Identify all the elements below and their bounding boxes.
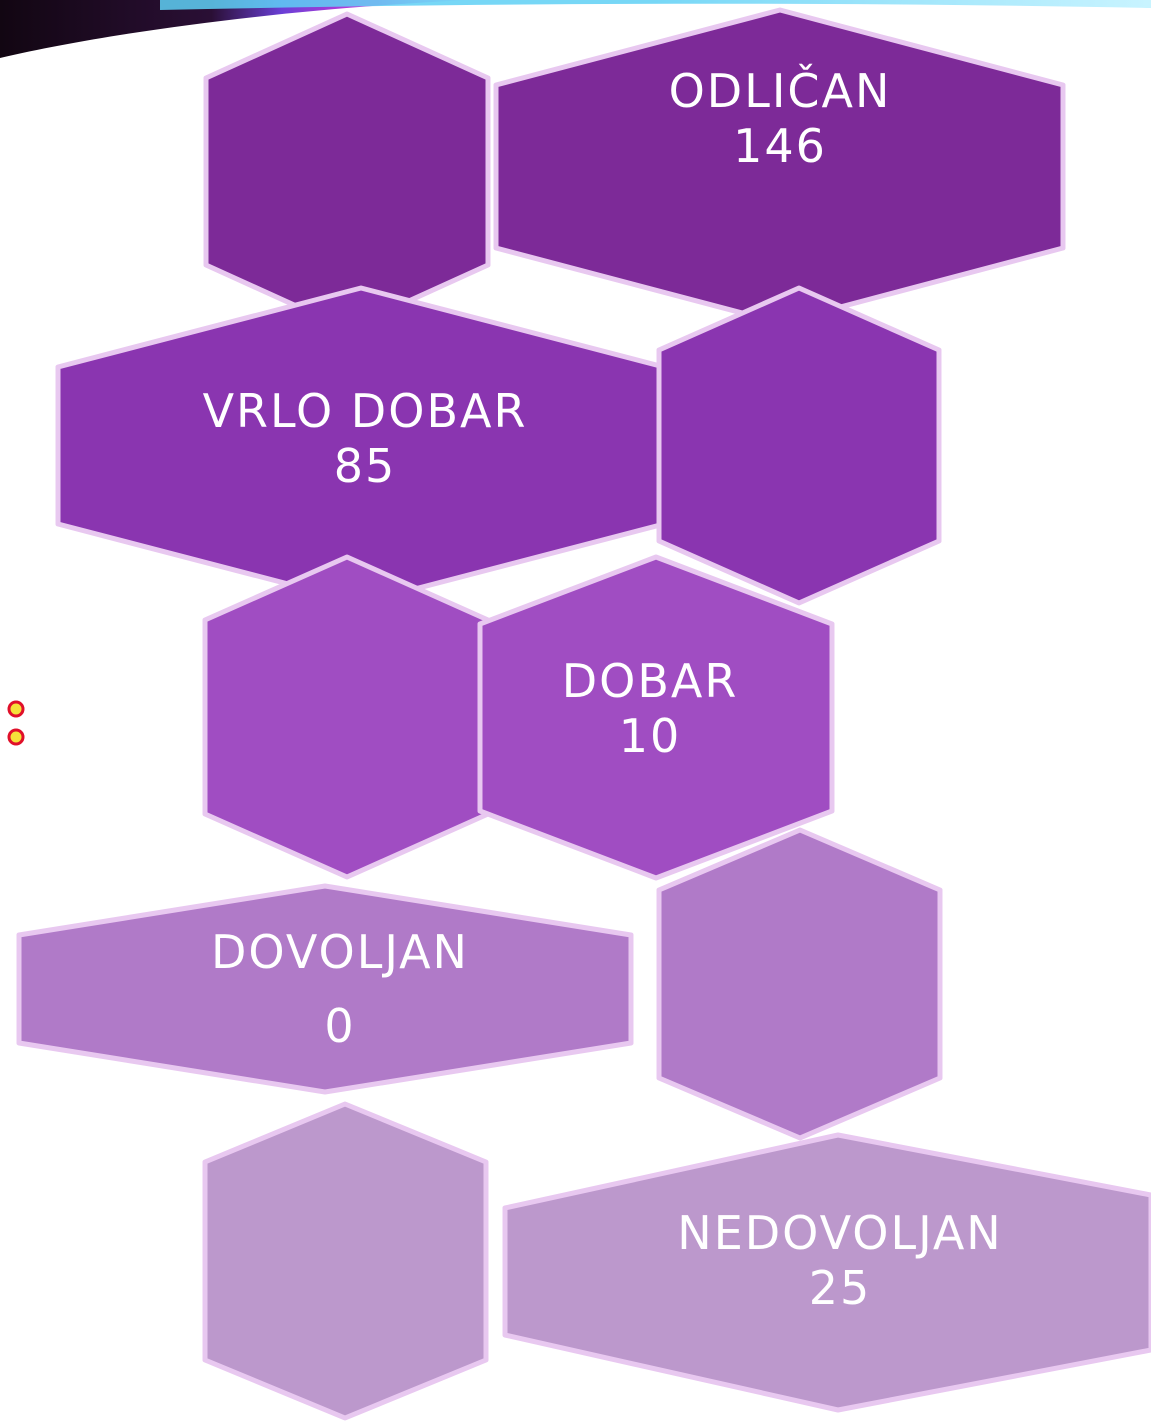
grade-name: DOBAR (561, 654, 739, 708)
grade-value: 85 (333, 439, 397, 494)
grade-odlican: ODLIČAN 146 (580, 64, 980, 174)
grade-dovoljan: DOVOLJAN 0 (140, 916, 540, 1063)
hexagon-tall (203, 11, 491, 332)
bullet-dots (7, 700, 25, 746)
hexagon-tall (202, 554, 491, 880)
hexagon-wide (16, 883, 634, 1095)
hexagon-grid (16, 7, 1151, 1421)
grade-name: NEDOVOLJAN (677, 1206, 1003, 1260)
hexagon-wide (502, 1132, 1151, 1413)
hexagon-tall (656, 827, 943, 1141)
grade-nedovoljan: NEDOVOLJAN 25 (630, 1206, 1050, 1316)
grade-value: 146 (733, 119, 827, 174)
grade-name: DOVOLJAN (211, 925, 469, 979)
grade-value: 25 (808, 1261, 872, 1316)
header-swoosh (0, 0, 1151, 58)
grade-name: VRLO DOBAR (202, 384, 528, 438)
grade-value: 10 (618, 709, 682, 764)
bullet-dot (7, 728, 25, 746)
grade-name: ODLIČAN (668, 64, 892, 118)
hexagon-wide (493, 7, 1066, 326)
grade-value: 0 (324, 998, 356, 1053)
hexagon-tall (202, 1101, 489, 1421)
bullet-dot (7, 700, 25, 718)
hexagon-tall (656, 285, 942, 606)
grade-vrlo-dobar: VRLO DOBAR 85 (150, 384, 580, 494)
grade-dobar: DOBAR 10 (500, 654, 800, 764)
hexagon-tall (477, 554, 835, 881)
